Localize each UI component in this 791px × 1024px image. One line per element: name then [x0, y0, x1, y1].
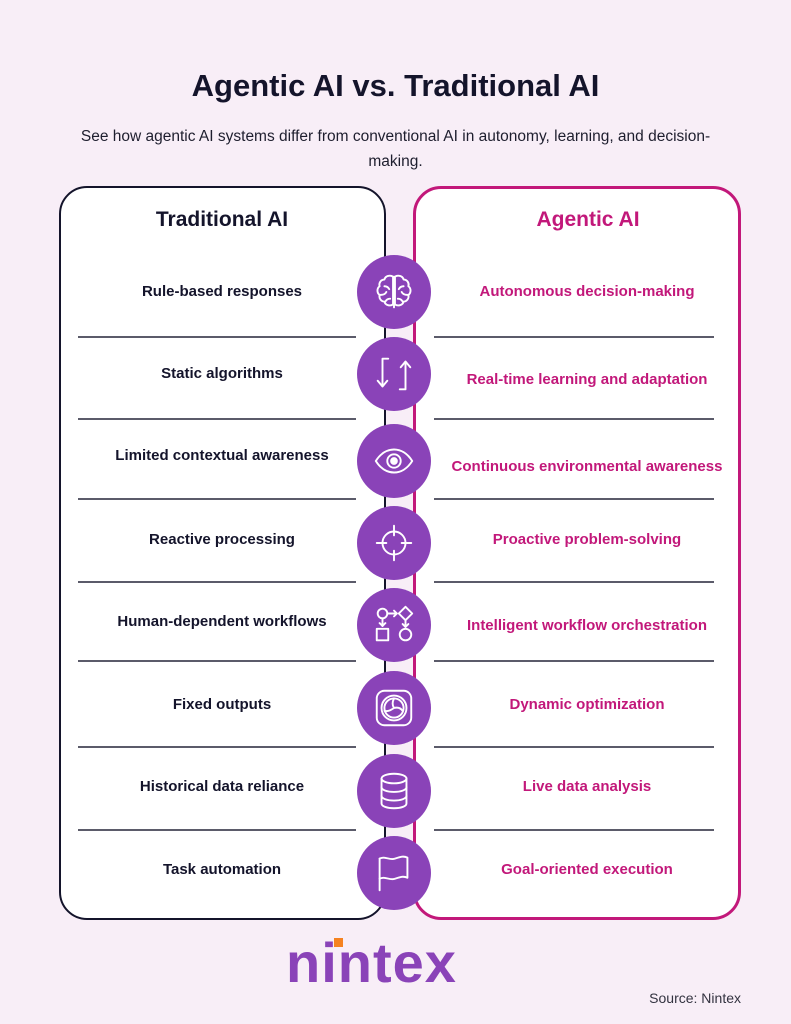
- agentic-item: Real-time learning and adaptation: [466, 371, 708, 388]
- agentic-ai-heading: Agentic AI: [536, 208, 640, 231]
- logo-wordmark: nintex: [286, 931, 457, 994]
- row-divider: [434, 660, 714, 662]
- row-divider: [78, 418, 356, 420]
- row-divider: [78, 746, 356, 748]
- traditional-item: Static algorithms: [161, 365, 283, 382]
- agentic-item: Live data analysis: [522, 778, 652, 795]
- agentic-item: Continuous environmental awareness: [451, 458, 723, 475]
- traditional-item: Limited contextual awareness: [115, 447, 329, 464]
- nintex-logo: nintex: [286, 928, 506, 998]
- database-icon: [357, 754, 431, 828]
- page-subtitle: See how agentic AI systems differ from c…: [80, 128, 711, 170]
- row-divider: [434, 336, 714, 338]
- agentic-item: Goal-oriented execution: [501, 861, 673, 878]
- row-divider: [78, 581, 356, 583]
- workflow-shapes-icon: [357, 588, 431, 662]
- traditional-item: Rule-based responses: [141, 283, 303, 300]
- page-title: Agentic AI vs. Traditional AI: [191, 68, 600, 103]
- eye-icon: [357, 424, 431, 498]
- traditional-item: Human-dependent workflows: [117, 613, 327, 630]
- flag-icon: [357, 836, 431, 910]
- traditional-ai-panel: [59, 186, 386, 920]
- agentic-item: Dynamic optimization: [509, 696, 665, 713]
- traditional-item: Reactive processing: [149, 531, 295, 548]
- row-divider: [434, 498, 714, 500]
- agentic-ai-panel: [413, 186, 741, 920]
- brain-icon: [357, 255, 431, 329]
- agentic-item: Intelligent workflow orchestration: [466, 617, 708, 634]
- traditional-item: Fixed outputs: [172, 696, 272, 713]
- traditional-ai-heading: Traditional AI: [155, 208, 289, 231]
- row-divider: [434, 746, 714, 748]
- logo-accent-square: [334, 938, 343, 947]
- agentic-item: Proactive problem-solving: [492, 531, 682, 548]
- traditional-item: Historical data reliance: [139, 778, 305, 795]
- row-divider: [434, 418, 714, 420]
- cycle-arrows-icon: [357, 337, 431, 411]
- row-divider: [78, 829, 356, 831]
- row-divider: [78, 336, 356, 338]
- traditional-item: Task automation: [162, 861, 282, 878]
- aperture-icon: [357, 671, 431, 745]
- row-divider: [78, 660, 356, 662]
- source-credit: Source: Nintex: [649, 990, 741, 1006]
- crosshair-icon: [357, 506, 431, 580]
- row-divider: [78, 498, 356, 500]
- agentic-item: Autonomous decision-making: [479, 283, 695, 300]
- row-divider: [434, 829, 714, 831]
- row-divider: [434, 581, 714, 583]
